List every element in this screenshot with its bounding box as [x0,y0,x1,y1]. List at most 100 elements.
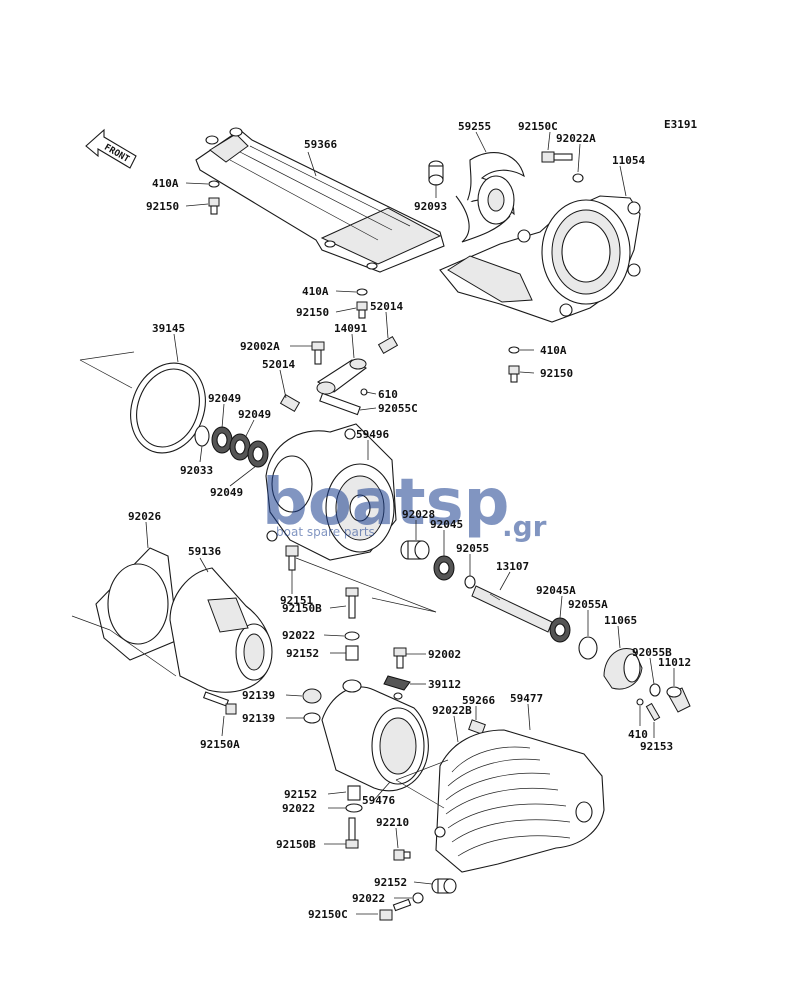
watermark-brand: boatsp [262,466,509,540]
label-59476: 59476 [362,794,395,807]
label-410A-2: 410A [302,285,329,298]
label-92152-2: 92152 [284,788,317,801]
o-ring-92055B [649,683,661,697]
label-39145: 39145 [152,322,185,335]
label-39112: 39112 [428,678,461,691]
collar-92152-1 [345,645,359,661]
bolt-92150-3 [508,365,520,383]
label-92022-1: 92022 [282,629,315,642]
pump-case-11054 [439,195,641,323]
cap-11065 [603,648,643,690]
bolt-92150-1 [208,197,220,215]
label-92151: 92151 [280,594,313,607]
stator-59496 [265,423,397,561]
bushing-92028 [400,540,430,560]
label-92150C-1: 92150C [518,120,558,133]
label-92055C: 92055C [378,402,418,415]
washer-92022A [572,173,584,183]
part-labels: 59366 410A 92150 59255 92150C 92022A 110… [128,120,691,921]
label-410A-1: 410A [152,177,179,190]
label-92139-1: 92139 [242,689,275,702]
label-92022-2: 92022 [282,802,315,815]
watermark: boatsp .gr boat spare parts [262,466,547,543]
ring-410 [636,698,644,706]
label-92045A: 92045A [536,584,576,597]
label-92022B: 92022B [432,704,472,717]
pump-cover-59477 [434,729,605,873]
label-92150-2: 92150 [296,306,329,319]
bushing-92139-1 [302,688,322,704]
label-14091: 14091 [334,322,367,335]
plug-92210 [393,849,411,861]
front-direction-arrow: FRONT [85,128,137,169]
bearing-92045 [433,555,455,581]
leader-lines [145,131,675,915]
label-92093: 92093 [414,200,447,213]
circlip-92033 [194,425,210,447]
steering-nozzle-59476 [321,679,429,792]
label-59496: 59496 [356,428,389,441]
washer-410A-2 [356,288,368,296]
label-11012: 11012 [658,656,691,669]
mounting-rail-59366 [195,127,445,273]
label-92022A: 92022A [556,132,596,145]
label-92150B-2: 92150B [276,838,316,851]
label-11054: 11054 [612,154,645,167]
bolt-92150B-bottom [345,817,359,849]
label-52014-1: 52014 [370,300,403,313]
label-92049-1: 92049 [208,392,241,405]
bolt-92150A [202,691,237,715]
label-410-1: 410 [628,728,648,741]
label-92033: 92033 [180,464,213,477]
gasket-92055C [319,392,361,416]
washer-410A-1 [208,180,220,188]
label-59366: 59366 [304,138,337,151]
screw-92153 [645,702,661,722]
washer-92022-1 [344,631,360,641]
diagram-code: E3191 [664,118,697,131]
fitting-52014-2 [279,393,301,413]
label-610: 610 [378,388,398,401]
watermark-tagline: boat spare parts [276,525,375,539]
label-13107: 13107 [496,560,529,573]
watermark-tld: .gr [502,510,547,543]
washer-410A-3 [508,346,520,354]
label-92139-2: 92139 [242,712,275,725]
fitting-52014-1 [377,335,399,355]
label-92150-3: 92150 [540,367,573,380]
label-92022-3: 92022 [352,892,385,905]
bolt-92150-2 [356,301,368,319]
bolt-92150C-bottom [379,898,412,921]
impeller-59255 [455,152,525,243]
bolt-92002A [311,341,325,365]
label-92026: 92026 [128,510,161,523]
label-92150-1: 92150 [146,200,179,213]
label-92153: 92153 [640,740,673,753]
label-59477: 59477 [510,692,543,705]
collar-92152-3 [431,878,457,894]
nozzle-59136 [169,567,273,693]
label-410A-3: 410A [540,344,567,357]
bushing-92139-2 [303,712,321,724]
label-59266: 59266 [462,694,495,707]
seal-92049-3 [247,440,269,468]
lever-39112 [383,675,411,691]
collar-92152-2 [347,785,361,801]
o-ring-92055 [464,575,476,589]
ring-39145 [130,362,206,454]
seal-92049-1 [211,426,233,454]
o-ring-92055A [578,636,598,660]
bolt-92002 [393,647,407,669]
label-92045: 92045 [430,518,463,531]
label-92028: 92028 [402,508,435,521]
nut-39112 [393,692,403,700]
label-92055A: 92055A [568,598,608,611]
bushing-92093 [428,160,444,186]
label-92210: 92210 [376,816,409,829]
label-92150C-2: 92150C [308,908,348,921]
bolt-92150C-top [541,151,573,163]
label-92150A: 92150A [200,738,240,751]
cap-14091 [316,358,367,395]
